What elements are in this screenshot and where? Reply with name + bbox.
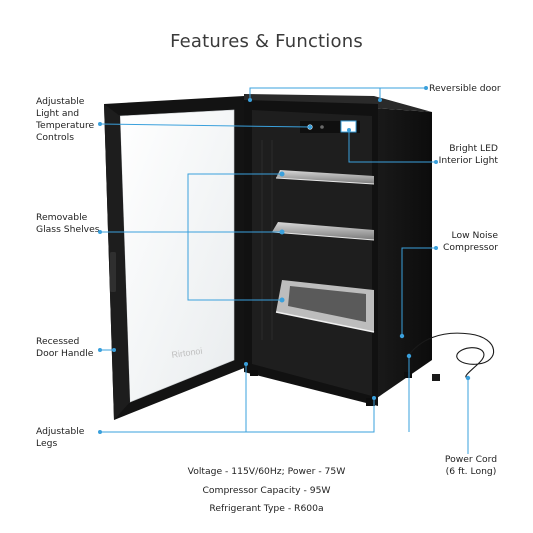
label-recessed-handle: Recessed Door Handle <box>36 336 94 359</box>
leg-front-right <box>366 398 375 406</box>
label-bright-led: Bright LED Interior Light <box>438 143 498 166</box>
cabinet-interior <box>252 110 372 396</box>
label-adjustable-controls: Adjustable Light and Temperature Control… <box>36 96 95 143</box>
leg-front-left <box>250 370 258 376</box>
spec-compressor-capacity: Compressor Capacity - 95W <box>202 485 331 496</box>
label-power-cord: Power Cord (6 ft. Long) <box>444 454 498 477</box>
label-reversible-door: Reversible door <box>429 83 501 94</box>
shelf-middle <box>271 222 375 241</box>
spec-voltage: Voltage - 115V/60Hz; Power - 75W <box>187 466 346 477</box>
label-adjustable-legs: Adjustable Legs <box>36 426 85 449</box>
shelf-bottom <box>275 280 375 333</box>
leg-back <box>404 372 412 378</box>
shelf-top <box>275 170 375 185</box>
spec-refrigerant: Refrigerant Type - R600a <box>209 503 324 514</box>
label-removable-shelves: Removable Glass Shelves <box>36 212 100 235</box>
label-low-noise-compressor: Low Noise Compressor <box>442 230 498 253</box>
power-cord <box>407 332 495 379</box>
brand-logo: Rirtonoi <box>171 346 203 360</box>
glass-door <box>104 96 244 420</box>
cabinet-side <box>374 108 432 400</box>
page-title: Features & Functions <box>170 31 363 52</box>
